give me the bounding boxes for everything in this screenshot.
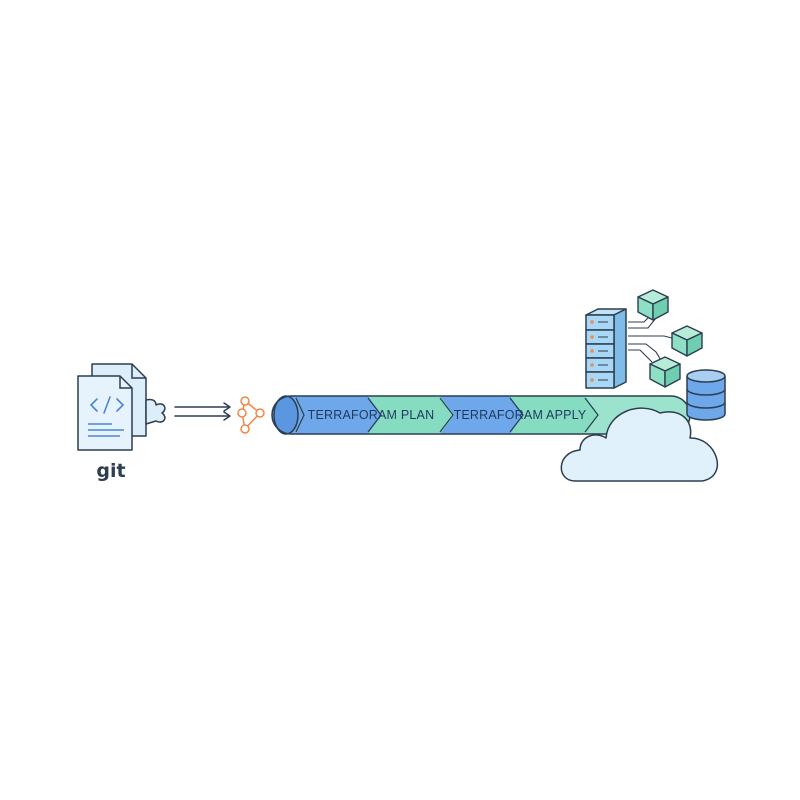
cube-icon — [671, 325, 703, 357]
cloud-icon — [560, 407, 719, 482]
cube-icon — [649, 356, 681, 388]
pipeline-tube — [271, 395, 691, 435]
connector-lines — [628, 313, 673, 363]
double-arrow-icon — [174, 402, 231, 421]
database-icon — [686, 369, 726, 421]
stage-label-apply: TERRAFORAM APPLY — [454, 408, 587, 422]
git-label: git — [96, 460, 125, 482]
code-file-icon — [77, 363, 166, 451]
stage-label-plan: TERRAFORAM PLAN — [308, 408, 435, 422]
cube-icon — [637, 289, 669, 321]
branch-nodes-icon — [237, 396, 265, 434]
server-rack-icon — [585, 308, 627, 389]
